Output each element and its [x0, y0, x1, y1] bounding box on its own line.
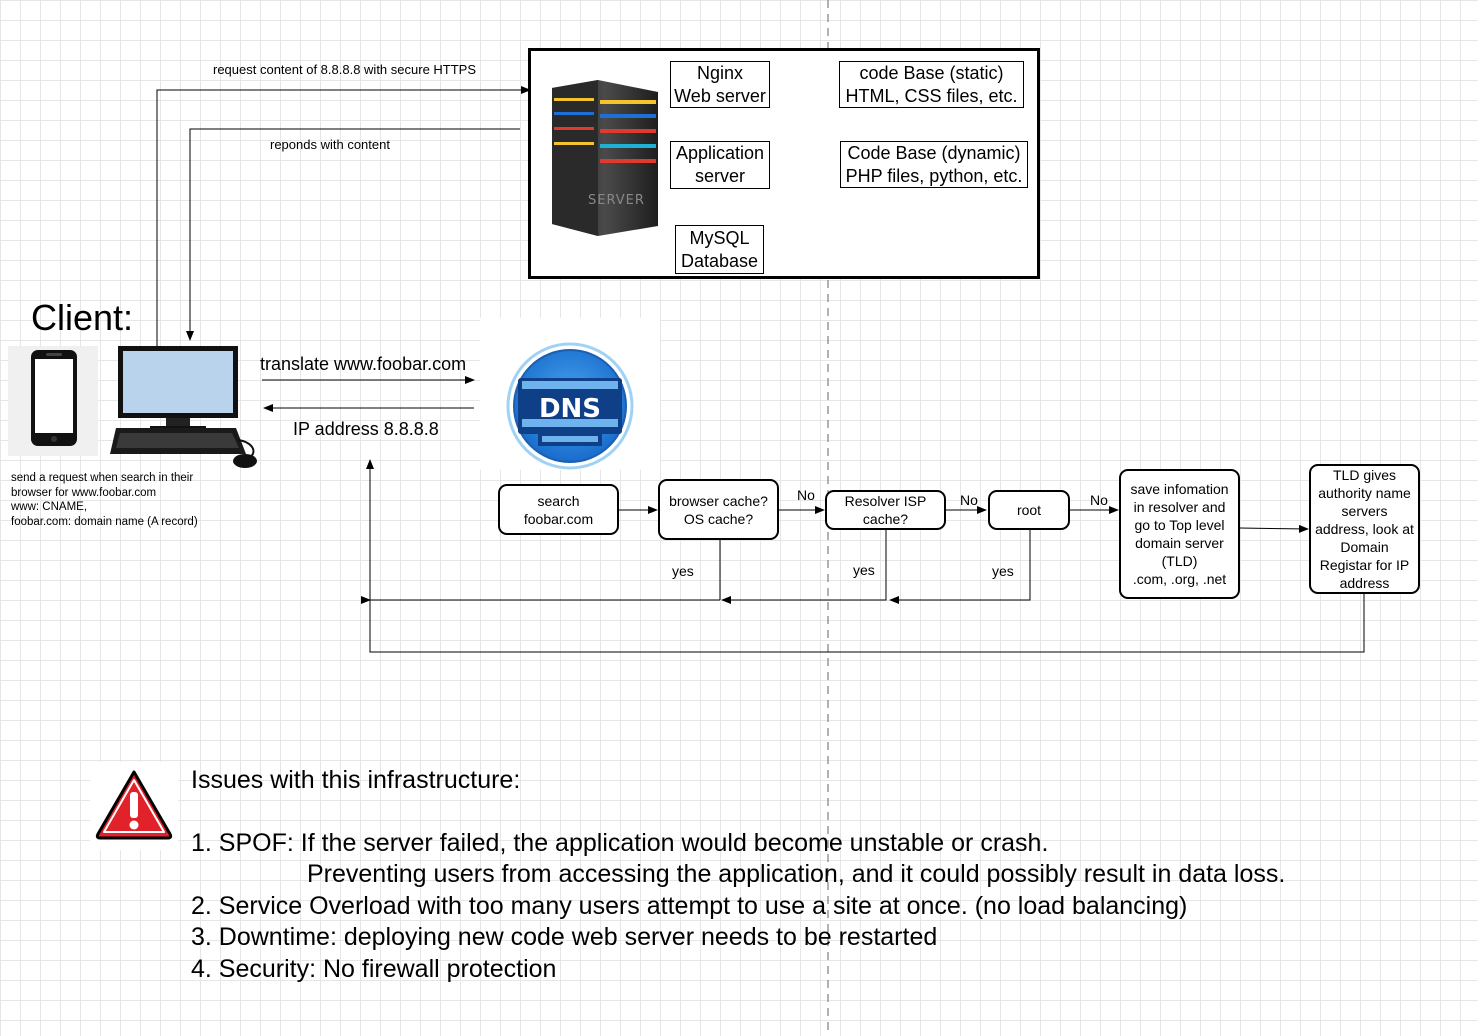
tld-save-box: save infomation in resolver and go to To… [1119, 469, 1240, 599]
box-line: PHP files, python, etc. [845, 165, 1023, 186]
translate-label: translate www.foobar.com [260, 354, 467, 374]
box-line: Code Base (dynamic) [847, 142, 1021, 163]
flow-line: servers [1341, 503, 1388, 519]
search-box: search foobar.com [498, 484, 619, 535]
issue-item: 3. Downtime: deploying new code web serv… [191, 923, 938, 951]
ip-label: IP address 8.8.8.8 [293, 419, 439, 439]
flow-line: Registar for IP [1319, 557, 1410, 573]
flow-line: search [537, 492, 580, 509]
box-line: Application [675, 143, 765, 163]
no-label: No [960, 492, 978, 508]
flow-line: address, look at [1315, 521, 1414, 537]
client-note-line: send a request when search in their [11, 472, 194, 484]
flow-line: Domain [1340, 539, 1389, 555]
browser-cache-box: browser cache? OS cache? [658, 479, 779, 540]
client-note-line: browser for www.foobar.com [11, 486, 157, 499]
desktop-computer-icon [108, 344, 263, 472]
server-rack-icon: SERVER [546, 78, 666, 238]
resolver-cache-box: Resolver ISP cache? [825, 490, 946, 530]
client-title: Client: [31, 297, 134, 338]
mysql-database-box: MySQL Database [675, 225, 764, 274]
request-label: request content of 8.8.8.8 with secure H… [213, 62, 477, 77]
flow-line: .com, .org, .net [1132, 571, 1227, 587]
nginx-web-server-box: Nginx Web server [670, 61, 770, 108]
issues-list: Issues with this infrastructure: 1. SPOF… [191, 765, 1285, 985]
flow-line: (TLD) [1161, 553, 1198, 569]
dynamic-codebase-box: Code Base (dynamic) PHP files, python, e… [840, 141, 1028, 188]
flow-line: OS cache? [683, 510, 754, 527]
static-codebase-box: code Base (static) HTML, CSS files, etc. [839, 61, 1024, 108]
warning-icon [90, 762, 178, 850]
yes-label: yes [853, 562, 875, 578]
issue-item: 4. Security: No firewall protection [191, 954, 557, 983]
flow-line: TLD gives [1332, 467, 1397, 483]
server-rack-label: SERVER [588, 193, 645, 208]
flow-line: cache? [862, 511, 909, 527]
client-note-line: foobar.com: domain name (A record) [11, 515, 198, 528]
box-line: HTML, CSS files, etc. [845, 85, 1018, 106]
box-line: MySQL [689, 227, 750, 248]
box-line: Nginx [696, 62, 744, 83]
dns-label: DNS [539, 394, 601, 424]
flow-line: in resolver and [1133, 499, 1226, 515]
dns-icon: DNS [480, 318, 660, 470]
client-note: send a request when search in their brow… [11, 471, 198, 529]
responds-label: reponds with content [270, 137, 390, 152]
flow-line: go to Top level [1134, 517, 1225, 533]
flow-line: Resolver ISP [844, 493, 927, 509]
box-line: server [694, 166, 745, 186]
flow-line: foobar.com [523, 510, 594, 527]
yes-label: yes [672, 563, 694, 579]
issue-item: 1. SPOF: If the server failed, the appli… [191, 828, 1049, 857]
tld-authority-box: TLD gives authority name servers address… [1309, 464, 1420, 594]
flow-line: address [1339, 575, 1390, 591]
flow-line: browser cache? [669, 492, 768, 509]
box-line: Database [680, 250, 759, 271]
flow-line: domain server [1135, 535, 1224, 551]
yes-label: yes [992, 563, 1014, 579]
box-line: code Base (static) [859, 62, 1004, 83]
flow-line: authority name [1318, 485, 1411, 501]
no-label: No [1090, 492, 1108, 508]
flow-line: root [1016, 502, 1042, 518]
root-box: root [988, 490, 1070, 530]
issue-item-continued: Preventing users from accessing the appl… [307, 860, 1286, 888]
issue-item: 2. Service Overload with too many users … [191, 891, 1188, 920]
issues-title: Issues with this infrastructure: [191, 766, 521, 794]
application-server-box: Application server [670, 141, 770, 189]
no-label: No [797, 487, 815, 503]
flow-line: save infomation [1130, 481, 1229, 497]
client-note-line: www: CNAME, [11, 501, 88, 513]
smartphone-icon [8, 346, 98, 456]
box-line: Web server [674, 85, 766, 106]
